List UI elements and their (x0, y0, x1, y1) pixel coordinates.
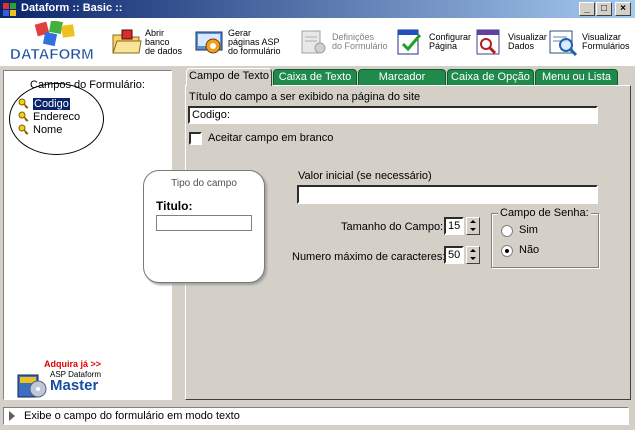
promo-banner[interactable]: Adquira já >> ASP Dataform Master (14, 359, 114, 399)
initial-value-label: Valor inicial (se necessário) (298, 170, 432, 182)
tab-campo-de-texto[interactable]: Campo de Texto (186, 68, 272, 86)
view-data-button[interactable]: Visualizar Dados (473, 22, 547, 62)
form-settings-label: Definições do Formulário (332, 32, 388, 51)
key-icon (18, 98, 29, 109)
password-group-label: Campo de Senha: (498, 207, 591, 219)
max-chars-input[interactable]: 50 (444, 246, 464, 264)
view-data-label: Visualizar Dados (508, 32, 547, 51)
field-size-label: Tamanho do Campo: (341, 221, 444, 233)
tab-marcador[interactable]: Marcador (358, 69, 446, 85)
spin-up-icon[interactable] (467, 247, 479, 255)
configure-page-button[interactable]: Configurar Página (394, 22, 471, 62)
form-settings-icon (301, 30, 326, 54)
preview-field-label: Titulo: (156, 199, 193, 213)
configure-page-icon (397, 29, 422, 55)
open-database-button[interactable]: Abrir banco de dados (110, 22, 182, 62)
generate-asp-label: Gerar páginas ASP do formulário (228, 27, 281, 56)
configure-page-label: Configurar Página (429, 32, 472, 51)
view-forms-label: Visualizar Formulários (582, 32, 630, 51)
key-icon (18, 111, 29, 122)
preview-field-input (156, 215, 252, 231)
password-no-radio[interactable] (501, 245, 513, 257)
tab-menu-ou-lista[interactable]: Menu ou Lista (535, 69, 618, 85)
form-settings-button[interactable]: Definições do Formulário (297, 22, 388, 62)
preview-title: Tipo do campo (171, 178, 237, 189)
field-size-input[interactable]: 15 (444, 217, 464, 235)
view-data-icon (476, 29, 500, 55)
toolbar: DATAFORM Abrir banco de dados Gerar pági… (0, 18, 635, 66)
field-name: Codigo (32, 96, 71, 111)
dataform-logo: DATAFORM (10, 21, 94, 63)
promo-headline: Adquira já >> (44, 359, 102, 369)
field-item-codigo[interactable]: Codigo (18, 96, 80, 111)
password-no-label: Não (519, 244, 540, 256)
product-box-icon (17, 374, 47, 398)
play-arrow-icon (9, 411, 15, 421)
spin-down-icon[interactable] (467, 255, 479, 263)
tab-caixa-de-texto[interactable]: Caixa de Texto (273, 69, 357, 85)
tab-content: Título do campo a ser exibido na página … (185, 85, 631, 400)
maximize-button[interactable]: □ (596, 2, 612, 16)
status-bar: Exibe o campo do formulário em modo text… (3, 407, 629, 425)
window-title: Dataform :: Basic :: (21, 2, 123, 14)
field-size-spinner[interactable] (466, 217, 480, 235)
close-button[interactable]: × (615, 2, 631, 16)
field-item-endereco[interactable]: Endereco (18, 110, 80, 123)
spin-down-icon[interactable] (467, 226, 479, 234)
view-forms-icon (549, 30, 578, 57)
open-database-label: Abrir banco de dados (145, 27, 183, 56)
status-text: Exibe o campo do formulário em modo text… (24, 410, 240, 422)
app-icon (3, 3, 16, 16)
max-chars-label: Numero máximo de caracteres: (292, 251, 446, 263)
field-name: Endereco (33, 110, 81, 123)
view-forms-button[interactable]: Visualizar Formulários (547, 22, 630, 62)
title-field-label: Título do campo a ser exibido na página … (189, 91, 421, 103)
allow-blank-label: Aceitar campo em branco (208, 132, 334, 144)
allow-blank-checkbox[interactable] (189, 132, 202, 145)
promo-subtitle: ASP Dataform (50, 370, 101, 379)
field-item-nome[interactable]: Nome (18, 123, 80, 136)
password-yes-radio[interactable] (501, 225, 513, 237)
tab-caixa-de-opcao[interactable]: Caixa de Opção (447, 69, 534, 85)
minimize-button[interactable]: _ (579, 2, 595, 16)
max-chars-spinner[interactable] (466, 246, 480, 264)
title-input[interactable]: Codigo: (188, 106, 598, 124)
key-icon (18, 124, 29, 135)
logo-text: DATAFORM (10, 46, 94, 63)
password-group: Campo de Senha: Sim Não (491, 207, 599, 268)
generate-asp-icon (195, 31, 223, 54)
field-preview-card: Tipo do campo Titulo: (143, 170, 265, 283)
spin-up-icon[interactable] (467, 218, 479, 226)
field-name: Nome (33, 123, 63, 136)
promo-product: Master (50, 377, 99, 394)
password-yes-label: Sim (519, 224, 538, 236)
generate-asp-button[interactable]: Gerar páginas ASP do formulário (193, 22, 281, 62)
initial-value-input[interactable] (297, 185, 598, 204)
title-bar: Dataform :: Basic :: _ □ × (0, 0, 635, 18)
open-database-icon (112, 29, 142, 54)
highlight-oval (9, 83, 104, 155)
fields-list: Codigo Endereco Nome (18, 96, 80, 136)
